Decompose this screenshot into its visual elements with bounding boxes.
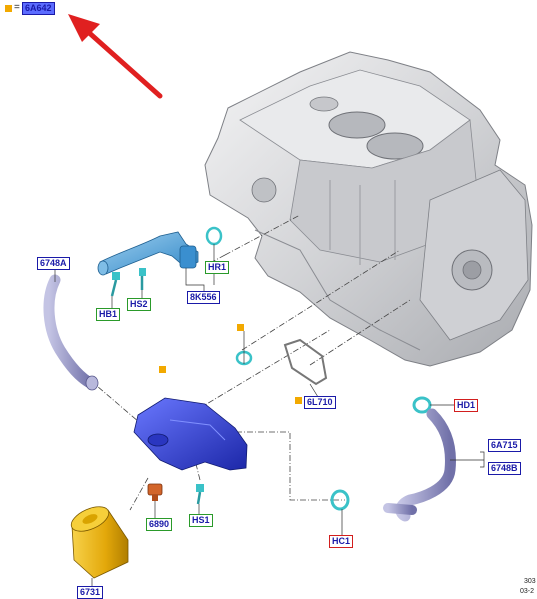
- hose-clamp-hd1: [412, 396, 432, 414]
- oil-filter-6731: [70, 506, 129, 579]
- label-connectors: [54, 244, 485, 586]
- label-6748b[interactable]: 6748B: [488, 462, 521, 475]
- legend-marker: [237, 324, 244, 331]
- label-hc1[interactable]: HC1: [329, 535, 354, 548]
- o-ring-hr1: [205, 226, 223, 246]
- label-8k556[interactable]: 8K556: [187, 291, 220, 304]
- label-6890[interactable]: 6890: [146, 518, 173, 531]
- footer-ref-line2: 03-2: [520, 588, 535, 595]
- legend-marker: [5, 5, 12, 12]
- label-hr1[interactable]: HR1: [205, 261, 230, 274]
- label-6a715[interactable]: 6A715: [488, 439, 521, 452]
- bolt-hb1: [110, 272, 120, 297]
- label-hs1[interactable]: HS1: [189, 514, 213, 527]
- legend-marker: [159, 366, 166, 373]
- label-6l710[interactable]: 6L710: [304, 396, 336, 409]
- label-hd1[interactable]: HD1: [454, 399, 479, 412]
- bolt-hs1: [196, 484, 204, 505]
- oil-cooler-housing: [133, 397, 248, 471]
- legend-equals: =: [14, 2, 20, 13]
- label-hs2[interactable]: HS2: [127, 298, 151, 311]
- pointer-arrow: [68, 14, 163, 99]
- coolant-pipe-8k556: [97, 231, 199, 276]
- gasket-6l710: [283, 338, 328, 386]
- footer-ref-line1: 303: [524, 578, 536, 585]
- coolant-hose-6748b: [395, 408, 456, 522]
- coolant-hose-6748a: [43, 274, 98, 390]
- label-6748a[interactable]: 6748A: [37, 257, 70, 270]
- label-6731[interactable]: 6731: [77, 586, 104, 599]
- legend-marker: [295, 397, 302, 404]
- engine-block: [204, 51, 533, 367]
- label-hb1[interactable]: HB1: [96, 308, 121, 321]
- bolt-hs2: [139, 268, 146, 290]
- legend-code-label[interactable]: 6A642: [22, 2, 55, 15]
- oil-sensor-6890: [147, 483, 163, 501]
- hose-clamp-hc1: [330, 489, 350, 511]
